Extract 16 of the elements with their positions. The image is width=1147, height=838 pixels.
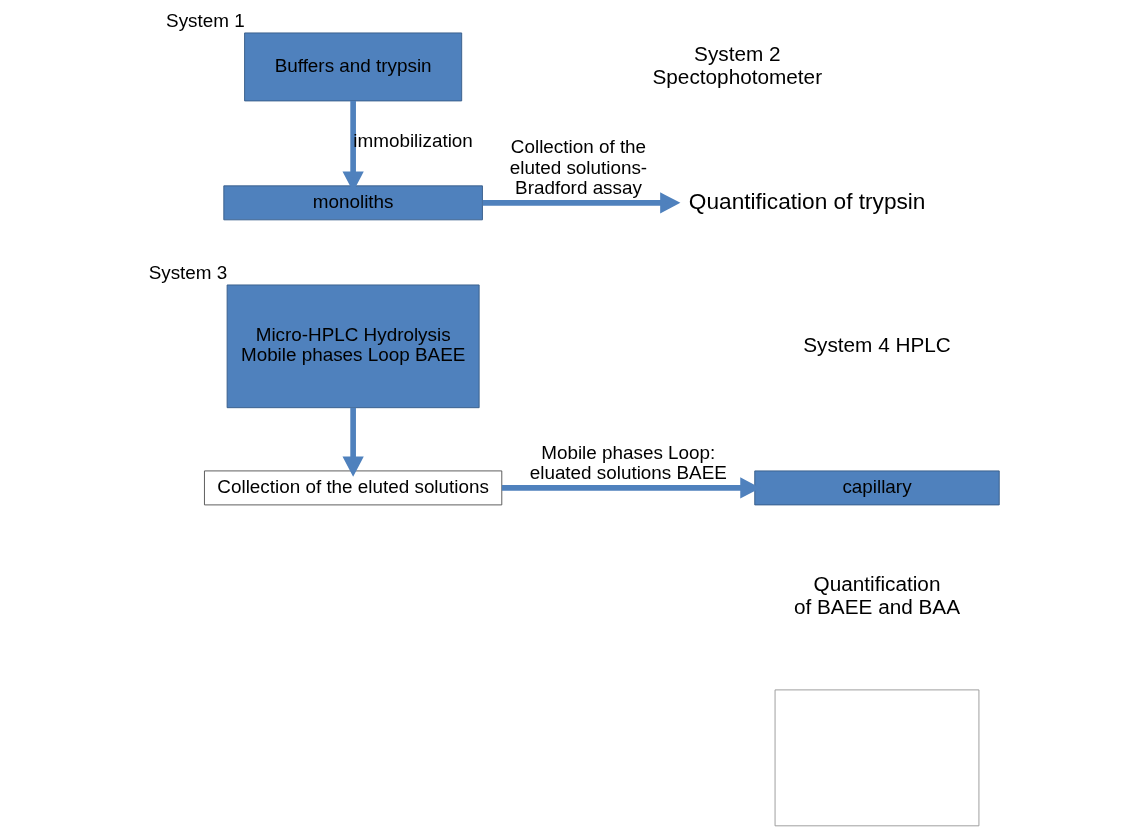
label: System 2 Spectophotometer [652,41,822,88]
arrow [482,192,680,214]
node-label: System 1 [165,10,245,32]
node-box: Collection of the eluted solutions [203,470,502,506]
edge-label: Collection of the eluted solutions-Bradford assay [509,135,647,199]
node-box: monoliths [222,185,483,221]
label: Quantification of BAEE and BAA [793,572,960,619]
label: System 4 HPLC [802,332,951,356]
node-label: System 3 [148,262,227,284]
arrow [342,407,364,477]
node-box: capillary [753,470,1000,506]
node-box: Buffers and trypsin [243,32,462,102]
node-text: Quantification of trypsin [688,187,925,214]
node-box: Micro-HPLC Hydrolysis Mobile phases Loop BAEE [226,284,480,409]
node-box [774,689,979,827]
edge-label: Mobile phases Loop: eluated solutions BAEE [529,441,727,484]
